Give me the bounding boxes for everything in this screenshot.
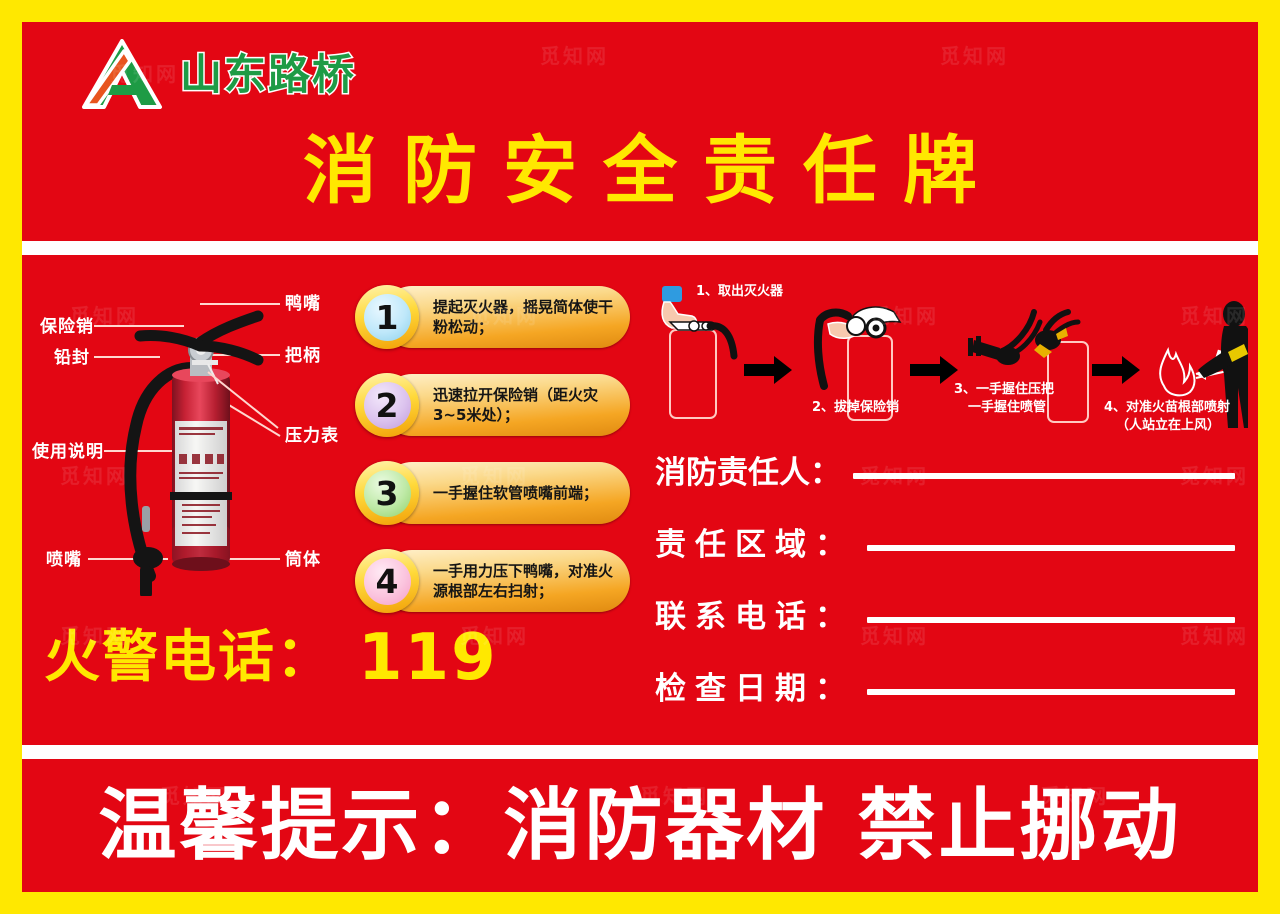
usage-illustration-icon [661,286,1254,428]
step-text: 一手用力压下鸭嘴，对准火源根部左右扫射； [433,561,614,600]
field-input-inspection-date[interactable] [867,689,1235,695]
step-pill: 提起灭火器，摇晃简体使干粉松动； [381,286,630,348]
field-label-responsible-area: 责任区域： [655,527,855,563]
step-pill: 一手握住软管喷嘴前端； [381,462,630,524]
ext-label-cylinder: 筒体 [285,550,321,570]
step-text: 一手握住软管喷嘴前端； [433,483,599,502]
ext-label-lead-seal: 铅封 [54,348,90,368]
step-text: 迅速拉开保险销（距火灾3~5米处）； [433,385,599,424]
step-number-badge: 1 [355,285,419,349]
ext-label-safety-pin: 保险销 [40,317,94,337]
step-pill: 迅速拉开保险销（距火灾3~5米处）； [381,374,630,436]
field-label-inspection-date: 检查日期： [655,671,855,707]
form-row-inspection-date: 检查日期： [655,674,1235,746]
warning-banner: 温馨提示：消防器材 禁止挪动 [98,780,1182,871]
ext-label-instructions: 使用说明 [32,442,104,462]
ext-label-nozzle: 喷嘴 [46,550,82,570]
illus-caption-pull-pin: 2、拔掉保险销 [812,400,900,415]
step-number: 4 [363,557,411,605]
divider-top [22,241,1258,255]
illus-caption-aim-2: （人站立在上风） [1116,418,1221,433]
ext-label-duckbill: 鸭嘴 [285,294,321,314]
field-input-responsible-person[interactable] [853,473,1235,479]
step-number-badge: 3 [355,461,419,525]
page-title: 消防安全责任牌 [303,128,1003,214]
usage-steps-list: 提起灭火器，摇晃简体使干粉松动； 1 迅速拉开保险销（距火灾3~5米处）； 2 … [355,285,630,638]
hotline-number: 119 [358,621,498,695]
form-row-responsible-person: 消防责任人： [655,458,1235,530]
logo-a-mark-icon [82,39,162,109]
usage-illustration-strip: 1、取出灭火器 2、拔掉保险销 3、一手握住压把 一手握住喷管 4、对准火苗根部… [648,278,1254,438]
extinguisher-illustration-icon [88,303,281,596]
field-input-responsible-area[interactable] [867,545,1235,551]
step-number: 1 [363,293,411,341]
illus-stage-grip [968,309,1089,423]
form-row-contact-phone: 联系电话： [655,602,1235,674]
step-number-badge: 2 [355,373,419,437]
step-pill: 一手用力压下鸭嘴，对准火源根部左右扫射； [381,550,630,612]
illus-stage-aim [1159,301,1254,428]
logo-text: 山东路桥 [178,50,357,99]
step-item: 一手用力压下鸭嘴，对准火源根部左右扫射； 4 [355,549,630,613]
header-panel [22,22,1258,241]
illus-caption-aim-1: 4、对准火苗根部喷射 [1104,400,1231,415]
form-row-responsible-area: 责任区域： [655,530,1235,602]
responsibility-form: 消防责任人： 责任区域： 联系电话： 检查日期： [655,458,1235,746]
extinguisher-diagram: 保险销 铅封 使用说明 喷嘴 鸭嘴 把柄 压力表 筒体 [32,276,352,596]
ext-label-handle: 把柄 [285,346,321,366]
step-item: 提起灭火器，摇晃简体使干粉松动； 1 [355,285,630,349]
illus-stage-take-out [661,286,738,419]
illus-caption-grip-2: 一手握住喷管 [968,400,1047,415]
company-logo: 山东路桥 [78,36,408,114]
illus-caption-take-out: 1、取出灭火器 [696,284,784,299]
footer-panel [22,759,1258,892]
illus-stage-pull-pin [813,306,902,421]
step-item: 一手握住软管喷嘴前端； 3 [355,461,630,525]
step-number: 2 [363,381,411,429]
emergency-hotline: 火警电话： 119 [44,626,498,690]
step-text: 提起灭火器，摇晃简体使干粉松动； [433,297,614,336]
field-label-responsible-person: 消防责任人： [655,455,841,491]
field-label-contact-phone: 联系电话： [655,599,855,635]
field-input-contact-phone[interactable] [867,617,1235,623]
step-item: 迅速拉开保险销（距火灾3~5米处）； 2 [355,373,630,437]
illus-caption-grip-1: 3、一手握住压把 [954,382,1055,397]
ext-label-pressure-gauge: 压力表 [285,426,339,446]
step-number: 3 [363,469,411,517]
step-number-badge: 4 [355,549,419,613]
divider-bottom [22,745,1258,759]
hotline-label: 火警电话： [44,625,334,690]
